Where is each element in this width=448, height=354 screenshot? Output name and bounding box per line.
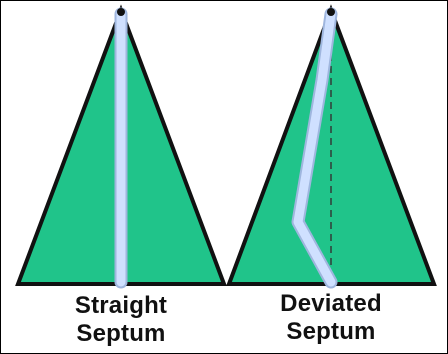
right-apex-dot bbox=[327, 8, 335, 16]
straight-septum-label: Straight Septum bbox=[21, 292, 221, 348]
left-apex-dot bbox=[117, 8, 125, 16]
deviated-septum-figure bbox=[226, 4, 437, 289]
deviated-septum-label: Deviated Septum bbox=[231, 290, 431, 346]
deviated-label-line2: Septum bbox=[286, 318, 376, 345]
straight-label-line1: Straight bbox=[74, 292, 168, 319]
straight-label-line2: Septum bbox=[76, 320, 166, 347]
straight-septum-figure bbox=[15, 4, 227, 289]
deviated-label-line1: Deviated bbox=[280, 290, 382, 317]
deviated-septum bbox=[293, 9, 336, 287]
